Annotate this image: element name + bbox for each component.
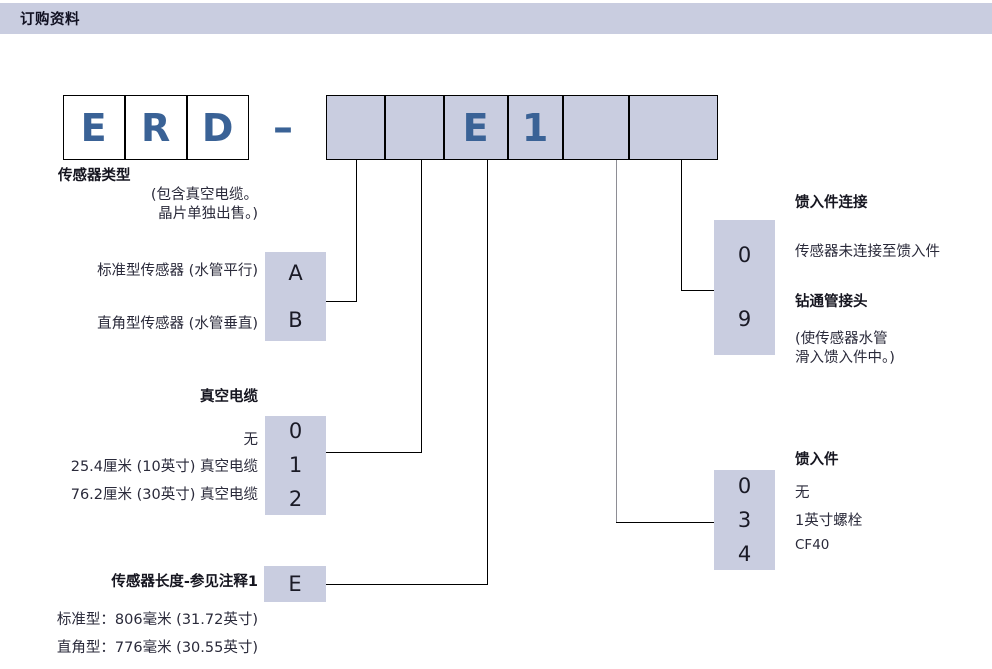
connector-feedthrough-connection-vertical [681,160,683,291]
page-title: 订购资料 [20,12,80,28]
vacuum-cable-option-label-1: 25.4厘米 (10英寸) 真空电缆 [70,459,258,475]
code-box-fixed-2: R [124,95,187,160]
sensor-length-code-e: E [288,571,302,596]
connector-sensor-length-horizontal [326,584,488,586]
connector-sensor-type-horizontal [326,301,357,303]
feedthrough-heading: 馈入件 [795,452,839,468]
vacuum-cable-code-strip[interactable]: 0 1 2 [265,416,326,515]
connector-feedthrough-connection-horizontal [681,290,715,292]
sensor-length-detail-line-2: 直角型：776毫米 (30.55英寸) [56,640,258,656]
code-slot-1[interactable] [325,95,385,160]
connector-vacuum-cable-horizontal [326,452,422,454]
part-number-separator: – [273,104,293,151]
sensor-type-note-line-2: 晶片单独出售。) [158,206,258,222]
vacuum-cable-code-2: 2 [288,487,303,511]
vacuum-cable-heading: 真空电缆 [200,389,258,405]
feedthrough-option-label-0: 无 [795,485,810,501]
connector-feedthrough-horizontal [616,522,715,524]
code-box-fixed-1: E [62,95,125,160]
feedthrough-connection-option-9-note-line-1: (使传感器水管 [795,331,888,347]
sensor-type-code-a: A [288,260,303,285]
feedthrough-option-label-4: CF40 [795,537,830,553]
feedthrough-connection-code-strip[interactable]: 0 9 [714,220,775,355]
feedthrough-connection-code-0: 0 [737,243,752,267]
sensor-length-detail-line-1: 标准型：806毫米 (31.72英寸) [56,612,258,628]
code-box-fixed-3: D [186,95,249,160]
feedthrough-connection-code-9: 9 [737,307,752,331]
connector-vacuum-cable-vertical [421,160,423,453]
code-slot-3[interactable]: E [443,95,508,160]
vacuum-cable-option-label-0: 无 [243,432,259,448]
feedthrough-connection-option-9-label: 钻通管接头 [795,294,868,310]
feedthrough-code-4: 4 [737,541,752,566]
code-slot-6[interactable] [628,95,718,160]
connector-sensor-type-vertical [356,160,358,302]
code-slot-5[interactable] [562,95,629,160]
sensor-length-heading: 传感器长度-参见注释1 [111,574,258,590]
sensor-length-code-strip[interactable]: E [264,566,326,602]
feedthrough-code-0: 0 [737,473,752,498]
sensor-type-code-b: B [288,307,303,332]
header-bar [0,3,992,34]
feedthrough-connection-option-9-note-line-2: 滑入馈入件中。) [795,350,895,366]
vacuum-cable-code-0: 0 [288,419,303,443]
connector-sensor-length-vertical [487,160,489,585]
code-slot-2[interactable] [384,95,444,160]
sensor-type-code-strip[interactable]: A B [265,252,326,341]
feedthrough-code-strip[interactable]: 0 3 4 [714,470,775,570]
sensor-type-heading: 传感器类型 [58,168,131,184]
sensor-type-note-line-1: (包含真空电缆。 [150,187,258,203]
feedthrough-connection-option-0-label: 传感器未连接至馈入件 [795,244,940,260]
sensor-type-option-label-a: 标准型传感器 (水管平行) [97,263,258,279]
code-slot-4[interactable]: 1 [507,95,563,160]
feedthrough-code-3: 3 [737,507,752,532]
feedthrough-connection-heading: 馈入件连接 [795,195,868,211]
connector-feedthrough-vertical [616,160,618,523]
vacuum-cable-option-label-2: 76.2厘米 (30英寸) 真空电缆 [70,487,258,503]
sensor-type-option-label-b: 直角型传感器 (水管垂直) [97,316,258,332]
feedthrough-option-label-3: 1英寸螺栓 [795,513,863,529]
vacuum-cable-code-1: 1 [288,453,303,477]
